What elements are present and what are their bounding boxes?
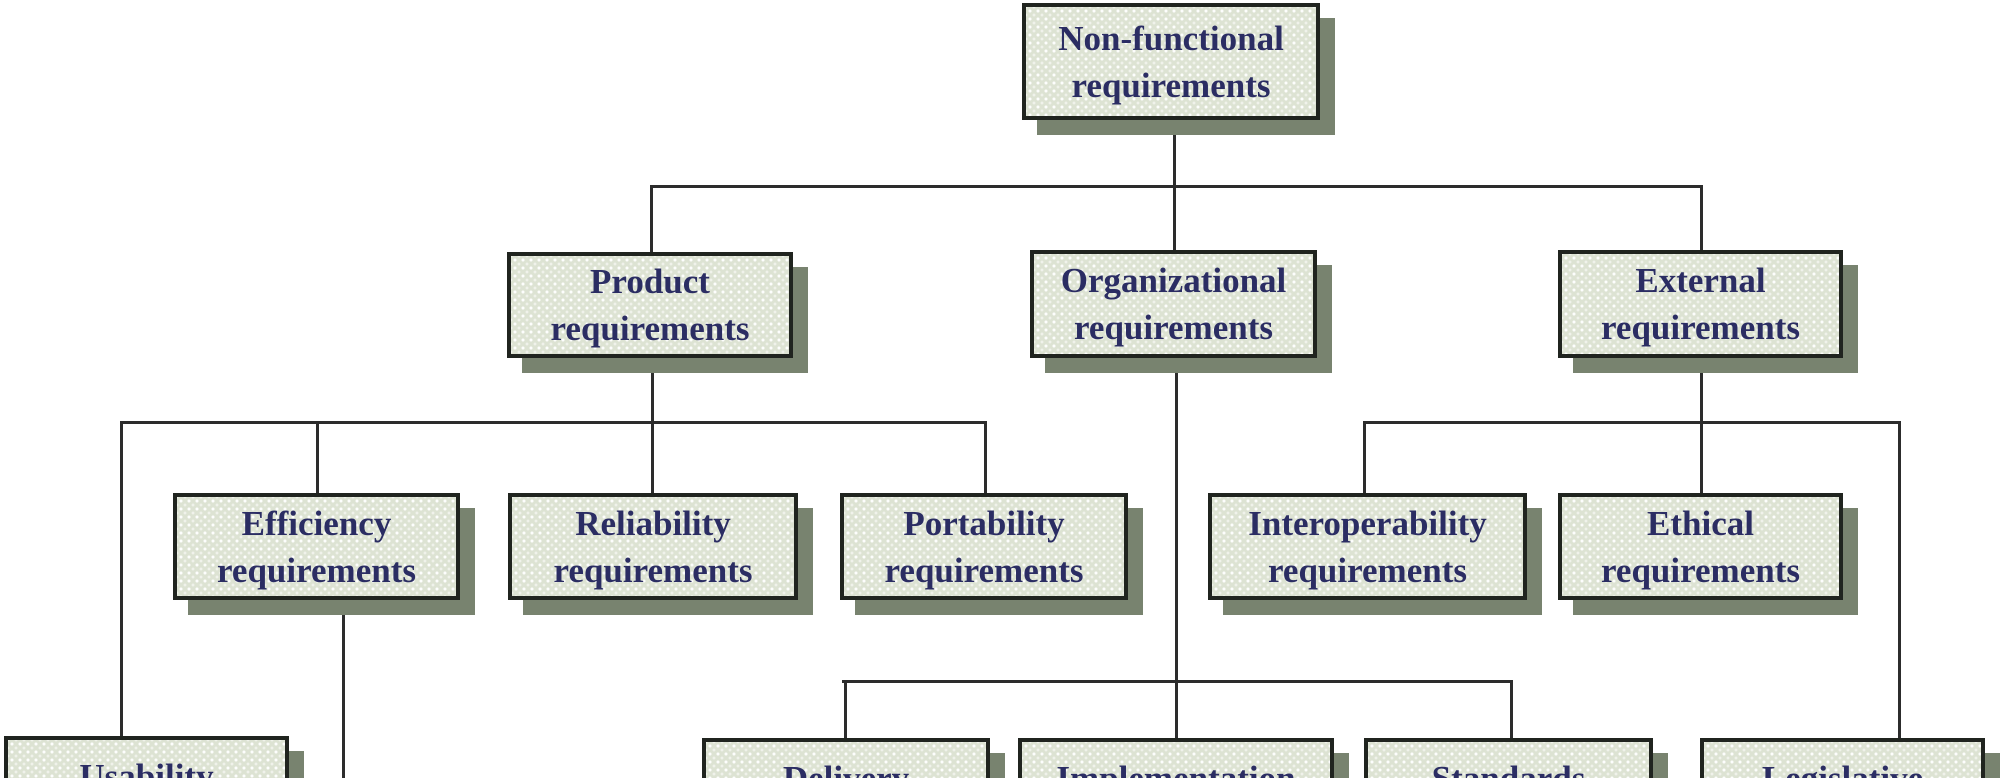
node-standards-requirements: Standards: [1364, 738, 1653, 778]
node-label: External: [1635, 261, 1766, 300]
connector-line: [1700, 185, 1703, 250]
node-implementation-requirements: Implementation: [1018, 738, 1334, 778]
node-label: Product: [590, 262, 710, 301]
node-label: Organizational: [1060, 261, 1287, 300]
node-delivery-requirements: Delivery: [702, 738, 990, 778]
connector-line: [120, 421, 123, 739]
connector-line: [1363, 421, 1366, 493]
node-label: Implementation: [1056, 755, 1295, 778]
node-legislative-requirements: Legislative: [1700, 738, 1985, 778]
node-product-requirements: Product requirements: [507, 252, 793, 358]
node-efficiency-requirements: Efficiency requirements: [173, 493, 460, 600]
connector-external-children: [1363, 421, 1901, 424]
node-label: requirements: [1071, 65, 1271, 105]
node-label: Non-functional: [1058, 18, 1284, 58]
node-ethical-requirements: Ethical requirements: [1558, 493, 1843, 600]
node-label: requirements: [1601, 308, 1800, 347]
node-label: requirements: [553, 550, 753, 590]
node-organizational-requirements: Organizational requirements: [1030, 250, 1317, 358]
node-label: requirements: [1268, 550, 1467, 590]
connector-line: [651, 358, 654, 493]
node-label: Delivery: [783, 755, 909, 778]
connector-line: [1898, 421, 1901, 741]
connector-line: [844, 680, 847, 741]
connector-line: [342, 600, 345, 778]
node-label: requirements: [884, 550, 1084, 590]
node-interoperability-requirements: Interoperability requirements: [1208, 493, 1527, 600]
node-label: Ethical: [1647, 503, 1754, 543]
node-non-functional-requirements: Non-functional requirements: [1022, 3, 1320, 120]
connector-line: [316, 421, 319, 493]
node-label: Standards: [1432, 755, 1586, 778]
connector-line: [1510, 680, 1513, 741]
node-external-requirements: External requirements: [1558, 250, 1843, 358]
node-label: requirements: [1601, 550, 1800, 590]
connector-line: [1175, 358, 1178, 741]
node-label: requirements: [550, 309, 750, 348]
connector-product-children: [120, 421, 986, 424]
connector-line: [984, 421, 987, 493]
node-label: requirements: [217, 550, 416, 590]
connector-line: [1700, 358, 1703, 493]
connector-line: [650, 185, 653, 252]
node-label: Usability: [79, 757, 214, 778]
connector-root-children: [650, 185, 1703, 188]
node-label: Interoperability: [1248, 503, 1487, 543]
node-label: Efficiency: [241, 503, 392, 543]
node-label: Reliability: [575, 503, 731, 543]
connector-line: [1173, 120, 1176, 253]
node-label: Legislative: [1762, 755, 1923, 778]
node-label: requirements: [1074, 308, 1273, 347]
node-reliability-requirements: Reliability requirements: [508, 493, 798, 600]
node-usability-requirements: Usability: [4, 736, 289, 778]
node-label: Portability: [903, 503, 1065, 543]
node-portability-requirements: Portability requirements: [840, 493, 1128, 600]
